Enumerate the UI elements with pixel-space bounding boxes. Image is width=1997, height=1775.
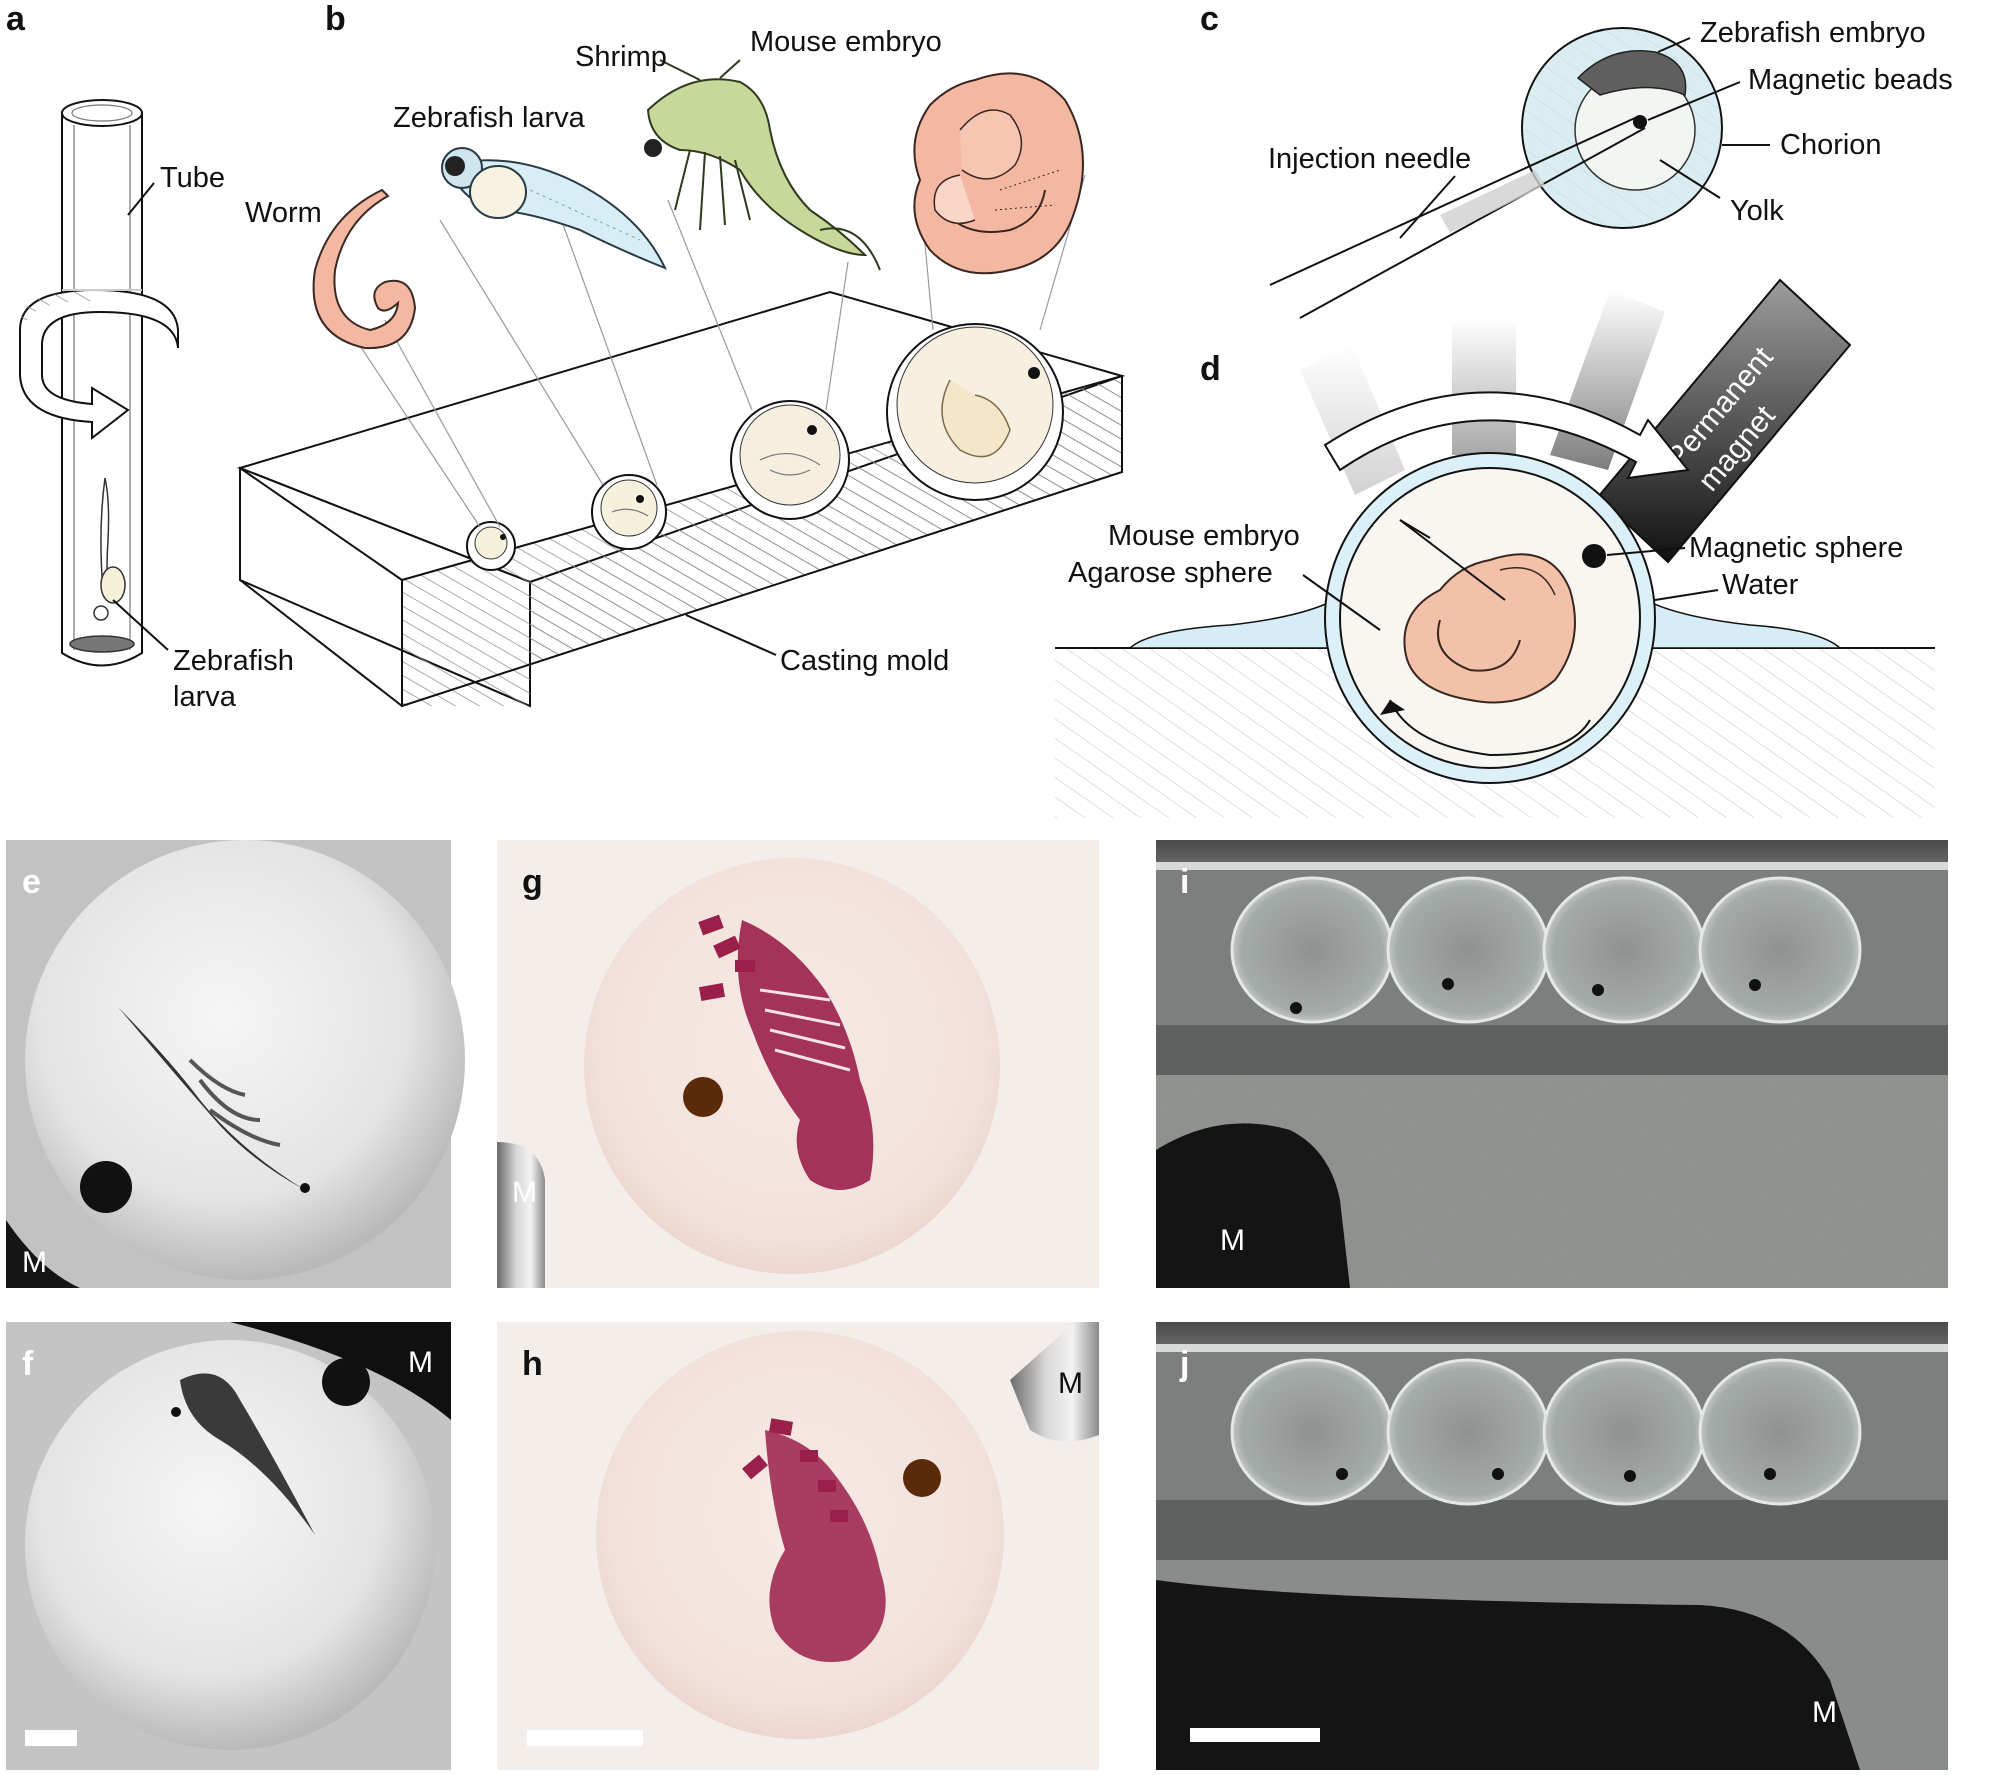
photo-g-magnet-label: M — [512, 1176, 537, 1209]
scale-bar-j — [1190, 1728, 1320, 1742]
photo-e-magnet-label: M — [22, 1246, 47, 1279]
injection-needle-label: Injection needle — [1268, 143, 1471, 175]
photo-j-magnet-label: M — [1812, 1696, 1837, 1729]
zebrafish-larva-label-a1: Zebrafish — [173, 645, 294, 677]
photo-e: e M — [6, 840, 465, 1288]
photo-g: g M — [497, 840, 1099, 1288]
yolk-label: Yolk — [1730, 195, 1784, 227]
mouse-embryo-label-d: Mouse embryo — [1108, 520, 1300, 552]
magnetic-beads-label: Magnetic beads — [1748, 64, 1953, 96]
zebrafish-larva-label-a2: larva — [173, 681, 237, 713]
scale-bar-h — [527, 1730, 643, 1746]
tube — [61, 99, 143, 667]
photo-f: f M — [6, 1322, 451, 1770]
mouse-embryo-label-b: Mouse embryo — [750, 26, 942, 58]
panel-a: a Tube Zebrafish larva — [6, 0, 294, 713]
scale-bar-f — [25, 1730, 77, 1746]
panel-d-label: d — [1200, 350, 1221, 388]
photo-f-magnet-label: M — [408, 1346, 433, 1379]
shrimp-label: Shrimp — [575, 41, 667, 73]
panel-b-label: b — [325, 0, 346, 38]
panel-j-label: j — [1179, 1345, 1189, 1383]
zebrafish-larva-label-b: Zebrafish larva — [393, 102, 586, 134]
tube-label: Tube — [160, 162, 225, 194]
mouse-embryo-illustration — [913, 72, 1084, 275]
rotation-arrow-icon — [19, 288, 179, 441]
chorion-label: Chorion — [1780, 129, 1882, 161]
photo-i-magnet-label: M — [1220, 1224, 1245, 1257]
casting-mold-label: Casting mold — [780, 645, 949, 677]
panel-c: c Injection needle Zebrafish embryo Magn… — [1200, 0, 1953, 319]
panel-c-label: c — [1200, 0, 1219, 38]
water-label: Water — [1722, 569, 1799, 601]
panel-a-label: a — [6, 0, 26, 38]
zebrafish-larva-illustration — [441, 147, 667, 270]
mold-wells — [466, 323, 1064, 571]
chorion-sphere — [1521, 27, 1723, 229]
panel-h-label: h — [522, 1345, 543, 1383]
panel-b: b — [236, 0, 1126, 708]
photo-i: i M — [1156, 840, 1948, 1288]
shrimp-illustration — [644, 59, 881, 271]
injection-needle — [1269, 117, 1646, 319]
panel-i-label: i — [1180, 863, 1189, 901]
panel-d: d Permanent magnet — [1055, 278, 1935, 818]
mouse-embryo-d — [1403, 553, 1576, 704]
photo-j: j M — [1156, 1322, 1948, 1770]
photo-h-magnet-label: M — [1058, 1367, 1083, 1400]
wells-i — [1230, 876, 1862, 1024]
photo-h: h M — [497, 1322, 1099, 1770]
panel-f-label: f — [22, 1345, 34, 1383]
magnetic-sphere-label: Magnetic sphere — [1689, 532, 1903, 564]
wells-j — [1230, 1358, 1862, 1506]
agarose-sphere-label: Agarose sphere — [1068, 557, 1273, 589]
rotation-arrow-d-icon — [1323, 391, 1690, 480]
panel-g-label: g — [522, 863, 543, 901]
zebrafish-embryo-label-c: Zebrafish embryo — [1700, 17, 1926, 49]
worm-illustration — [312, 188, 417, 350]
panel-e-label: e — [22, 863, 41, 901]
worm-label: Worm — [245, 197, 322, 229]
zebrafish-larva-in-tube — [93, 477, 126, 621]
